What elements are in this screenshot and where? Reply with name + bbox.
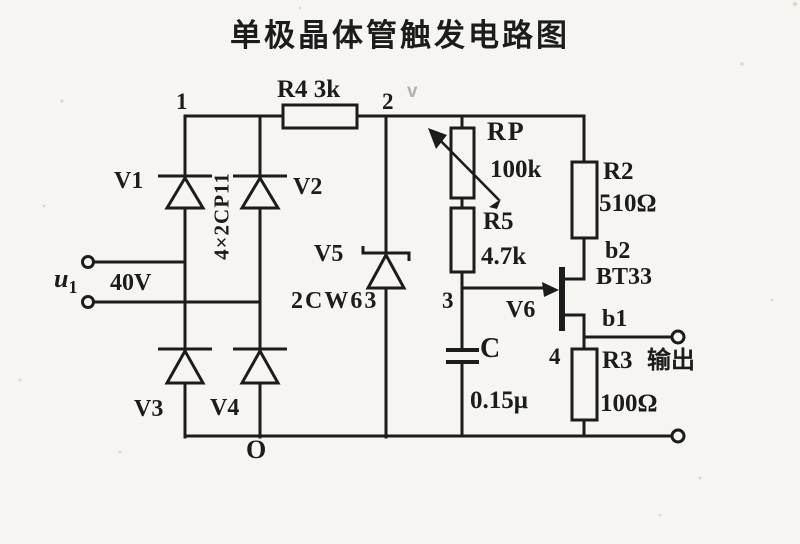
resistor-r3-label: R3 [602,347,633,374]
zener-v5-label: V5 [314,241,344,267]
resistor-r2-value: 510Ω [599,190,657,217]
input-terminal-bottom [81,295,95,309]
diode-v3-icon [158,347,212,385]
output-text-label: 输出 [647,347,695,374]
resistor-r4-label: R4 3k [277,76,341,103]
capacitor-c-icon [446,348,479,364]
source-subscript: 1 [68,277,78,297]
diode-v1-icon [158,174,212,210]
pencil-check-mark: v [407,81,418,102]
ujt-b1-label: b1 [602,306,628,332]
scan-noise [18,1,798,517]
diode-v2-label: V2 [293,174,323,200]
input-voltage-label: 40V [110,270,152,296]
resistor-r5-body [449,206,476,274]
resistor-r3-body [570,347,599,422]
terminals [81,255,686,444]
page-title: 单极晶体管触发电路图 [230,18,570,53]
diode-v4-icon [233,347,287,385]
rp-wiper-arrow-icon [428,128,501,209]
diode-v1-label: V1 [114,168,144,194]
ujt-type-label: BT33 [596,264,653,290]
wire-b2-lead [560,236,586,281]
resistor-r2-body [570,160,599,240]
source-symbol: u [54,264,69,293]
potentiometer-rp-value: 100k [490,156,542,183]
wires [92,114,674,439]
resistor-r3-value: 100Ω [600,390,658,417]
capacitor-c-label: C [480,333,501,364]
diode-v3-label: V3 [134,396,164,422]
bridge-rectifier [158,174,287,385]
wire-top-right [355,114,586,164]
node-4-label: 4 [549,344,561,369]
node-o-label: O [246,435,267,464]
diode-v4-label: V4 [210,395,240,421]
bridge-type-label: 4×2CP11 [209,172,234,260]
ujt-v6-label: V6 [506,297,536,323]
capacitor-c-value: 0.15μ [470,387,528,414]
node-1-label: 1 [176,89,188,114]
resistors [281,103,599,422]
resistor-r5-value: 4.7k [481,243,527,270]
resistor-r2-label: R2 [603,158,634,185]
input-terminal-top [81,255,95,269]
ujt-v6-icon [542,267,565,331]
resistor-r5-label: R5 [483,208,514,235]
output-terminal-bottom [670,428,686,444]
zener-type-label: 2CW63 [291,288,379,314]
input-source-label: u1 [54,264,78,297]
resistor-r4-body [281,103,359,130]
node-2-label: 2 [382,89,394,114]
zener-v5-icon [361,246,411,290]
wire-b1-lead [560,313,586,351]
diode-v2-icon [233,174,287,210]
ujt-b2-label: b2 [605,238,631,264]
output-terminal-top [670,329,686,345]
potentiometer-rp-label: RP [487,117,526,146]
node-3-label: 3 [442,288,454,313]
